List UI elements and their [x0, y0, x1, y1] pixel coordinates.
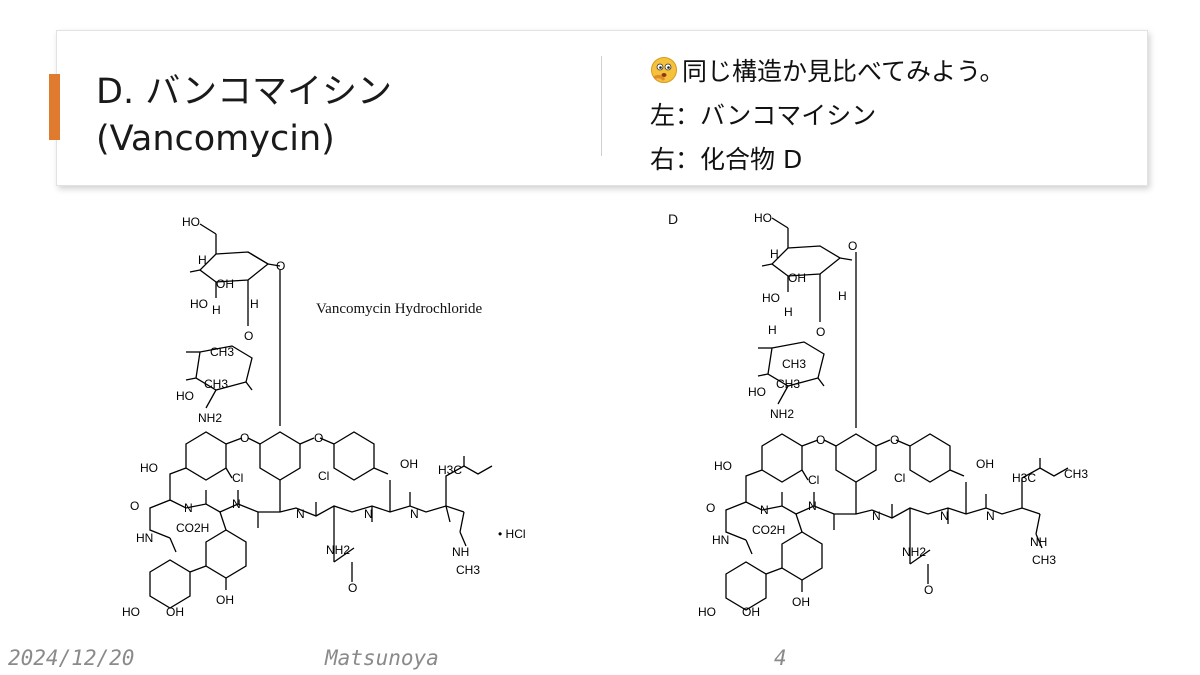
svg-text:H: H [770, 247, 779, 261]
header-divider [601, 56, 602, 156]
svg-text:OH: OH [976, 457, 994, 471]
note-line-2: 左：バンコマイシン [650, 101, 877, 130]
svg-text:O: O [244, 329, 253, 343]
svg-text:• HCl: • HCl [498, 527, 526, 541]
svg-text:CO2H: CO2H [752, 523, 785, 537]
svg-text:O: O [890, 433, 899, 447]
vancomycin-structure-left: HO H OH HO H H O O CH3 CH3 HO NH2 O O Cl… [122, 215, 526, 619]
svg-text:O: O [130, 499, 139, 513]
footer-author: Matsunoya [325, 646, 439, 670]
svg-text:N: N [986, 509, 995, 523]
svg-text:NH: NH [1030, 535, 1047, 549]
footer-date: 2024/12/20 [8, 646, 135, 670]
svg-text:O: O [706, 501, 715, 515]
svg-text:O: O [314, 431, 323, 445]
svg-text:O: O [816, 325, 825, 339]
svg-text:O: O [276, 259, 285, 273]
svg-text:NH2: NH2 [770, 407, 794, 421]
svg-text:CO2H: CO2H [176, 521, 209, 535]
svg-text:N: N [232, 497, 241, 511]
svg-text:NH2: NH2 [326, 543, 350, 557]
svg-text:N: N [760, 503, 769, 517]
svg-text:CH3: CH3 [204, 377, 228, 391]
svg-text:CH3: CH3 [1032, 553, 1056, 567]
svg-text:N: N [296, 507, 305, 521]
svg-text:CH3: CH3 [776, 377, 800, 391]
svg-text:O: O [848, 239, 857, 253]
svg-text:OH: OH [788, 271, 806, 285]
svg-text:H: H [250, 297, 259, 311]
svg-text:HO: HO [754, 211, 772, 225]
svg-text:OH: OH [742, 605, 760, 616]
svg-text:Cl: Cl [232, 471, 243, 485]
svg-text:NH2: NH2 [198, 411, 222, 425]
svg-text:OH: OH [216, 593, 234, 607]
svg-text:N: N [364, 507, 373, 521]
svg-text:H: H [838, 289, 847, 303]
svg-text:O: O [816, 433, 825, 447]
svg-text:HO: HO [176, 389, 194, 403]
structure-labels: HO H OH HO H H O O H CH3 CH3 HO NH2 O O … [698, 211, 1088, 616]
svg-text:Cl: Cl [894, 471, 905, 485]
svg-text:NH2: NH2 [902, 545, 926, 559]
svg-text:HN: HN [712, 533, 729, 547]
svg-text:N: N [184, 501, 193, 515]
slide-title: D. バンコマイシン [96, 72, 392, 112]
note-line-1: 同じ構造か見比べてみよう。 [650, 52, 1005, 88]
compound-d-structure-right: HO H OH HO H H O O H CH3 CH3 HO NH2 O O … [698, 211, 1088, 616]
note-line-3: 右：化合物 D [650, 145, 803, 174]
svg-text:HO: HO [182, 215, 200, 229]
svg-text:HO: HO [140, 461, 158, 475]
note-text-1: 同じ構造か見比べてみよう。 [682, 57, 1005, 86]
svg-text:N: N [940, 509, 949, 523]
svg-text:H: H [768, 323, 777, 337]
svg-text:H3C: H3C [1012, 471, 1036, 485]
footer-page-number: 4 [774, 646, 787, 670]
svg-text:Cl: Cl [808, 473, 819, 487]
svg-text:HO: HO [748, 385, 766, 399]
svg-text:OH: OH [400, 457, 418, 471]
svg-text:HO: HO [190, 297, 208, 311]
compound-label: D [668, 211, 679, 227]
accent-bar [49, 74, 60, 140]
svg-text:N: N [808, 499, 817, 513]
svg-text:O: O [924, 583, 933, 597]
structure-drawing [725, 217, 1069, 611]
svg-text:OH: OH [166, 605, 184, 619]
svg-text:CH3: CH3 [782, 357, 806, 371]
svg-text:N: N [872, 509, 881, 523]
svg-text:H: H [212, 303, 221, 317]
svg-text:CH3: CH3 [210, 345, 234, 359]
svg-text:HO: HO [762, 291, 780, 305]
svg-text:OH: OH [216, 277, 234, 291]
svg-text:N: N [410, 507, 419, 521]
svg-text:CH3: CH3 [456, 563, 480, 577]
svg-text:NH: NH [452, 545, 469, 559]
svg-text:CH3: CH3 [1064, 467, 1088, 481]
svg-text:O: O [240, 431, 249, 445]
thinking-face-icon [651, 57, 677, 83]
structure-labels: HO H OH HO H H O O CH3 CH3 HO NH2 O O Cl… [122, 215, 526, 619]
svg-text:HO: HO [714, 459, 732, 473]
structure-drawing [149, 223, 493, 609]
svg-text:OH: OH [792, 595, 810, 609]
slide-subtitle: (Vancomycin) [96, 119, 335, 159]
svg-text:H: H [784, 305, 793, 319]
svg-text:Cl: Cl [318, 469, 329, 483]
structure-caption: Vancomycin Hydrochloride [316, 301, 483, 317]
header-panel [56, 30, 1148, 186]
svg-text:HO: HO [122, 605, 140, 619]
svg-text:HN: HN [136, 531, 153, 545]
svg-text:H3C: H3C [438, 463, 462, 477]
svg-text:HO: HO [698, 605, 716, 616]
svg-text:O: O [348, 581, 357, 595]
svg-text:H: H [198, 253, 207, 267]
